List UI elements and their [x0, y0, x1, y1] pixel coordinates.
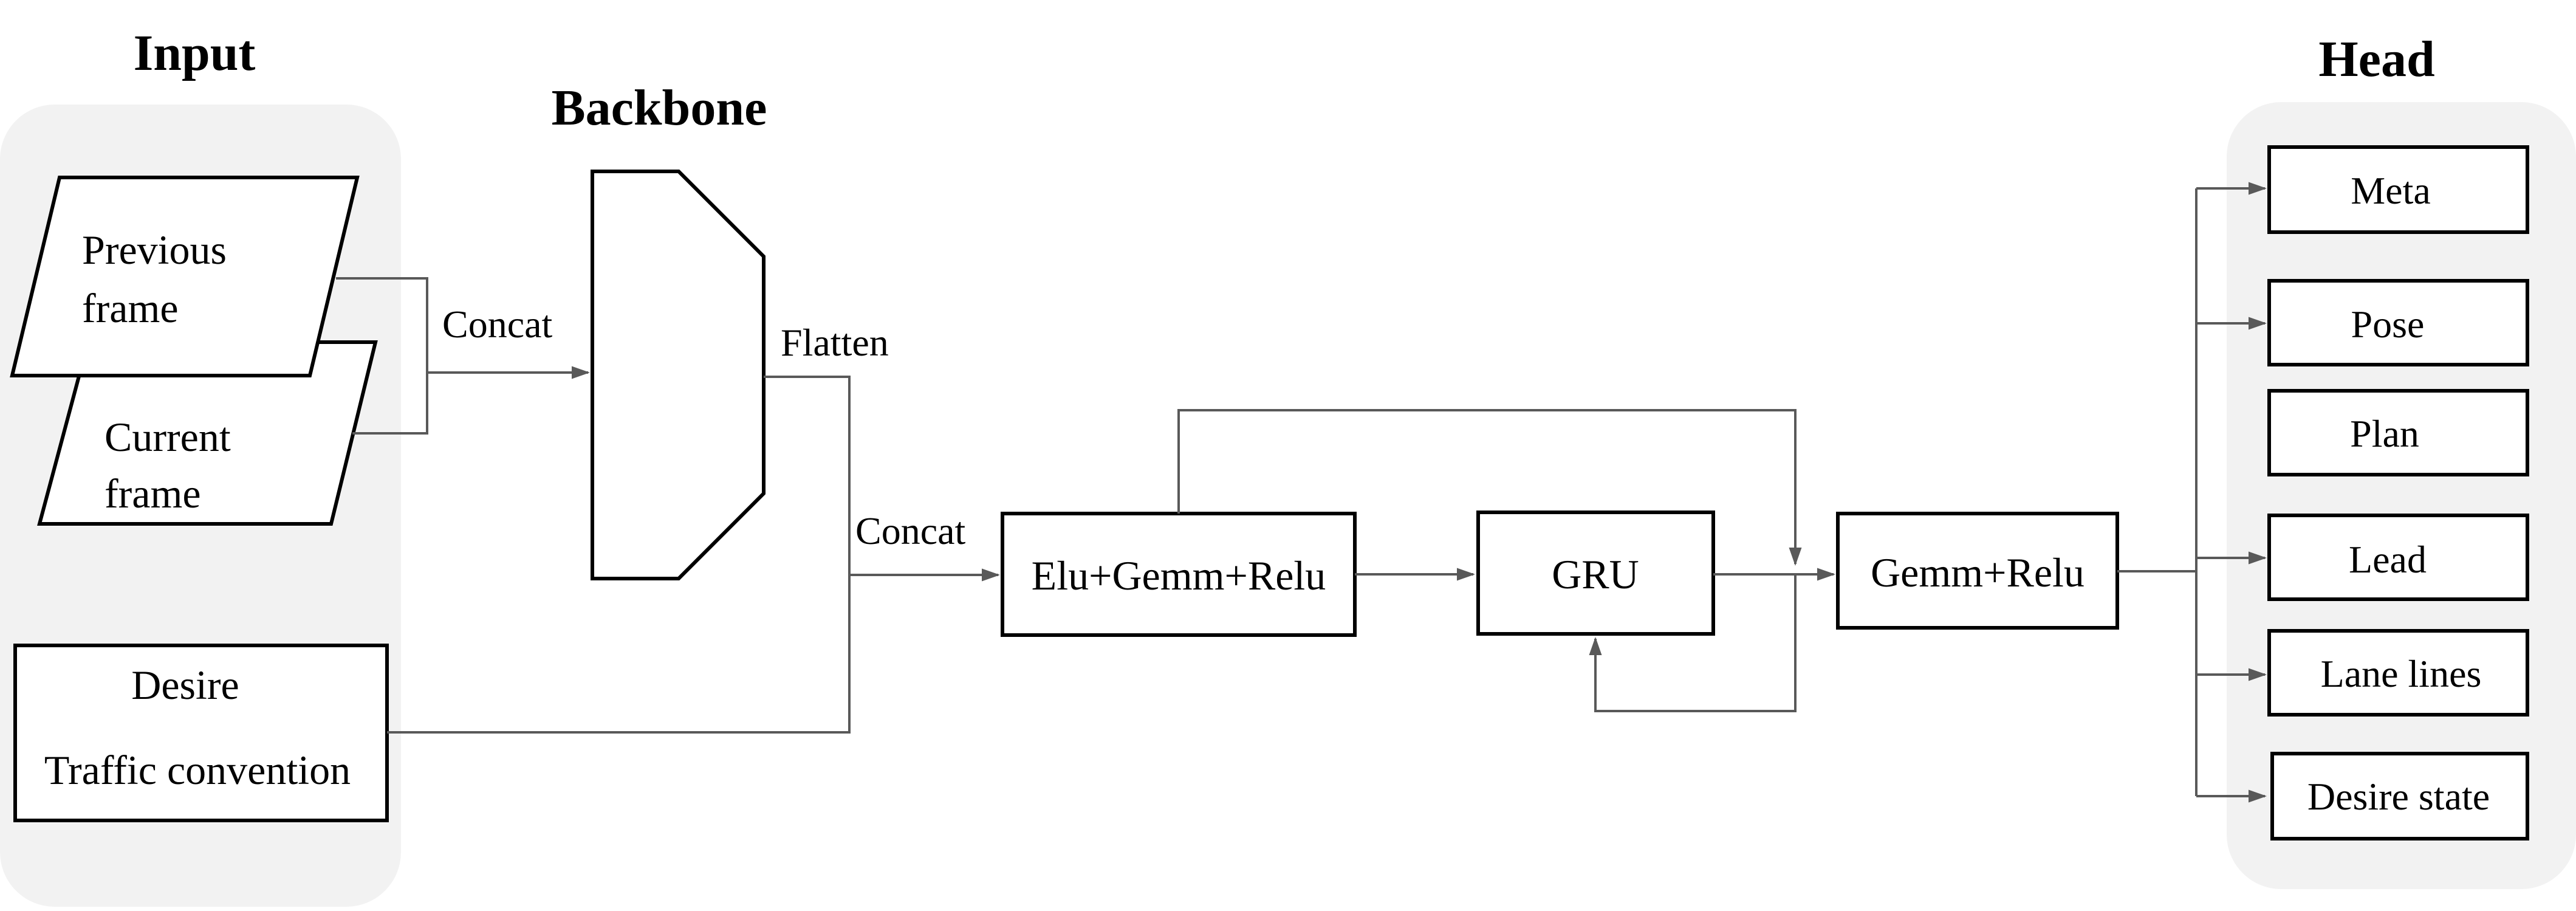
- head-desire-state-box: [2270, 752, 2529, 841]
- head-lane-lines-box: [2267, 629, 2529, 717]
- head-meta-label: Meta: [2351, 169, 2431, 212]
- head-lead-box: [2267, 514, 2529, 601]
- gru-block: [1476, 511, 1715, 636]
- previous-frame-wire: [336, 277, 428, 373]
- desire-traffic-box: [13, 644, 389, 822]
- current-frame-wire: [352, 373, 428, 435]
- current-frame-label-line1: Current: [104, 414, 231, 460]
- skip-connection-wire: [1177, 409, 1802, 566]
- head-desire-state-label: Desire state: [2307, 775, 2490, 818]
- previous-frame-box: [10, 176, 360, 377]
- traffic-convention-label: Traffic convention: [44, 747, 351, 793]
- head-plan-box: [2267, 389, 2529, 476]
- previous-frame-label-line1: Previous: [82, 227, 227, 273]
- gru-label: GRU: [1552, 551, 1639, 597]
- desire-wire: [387, 575, 851, 734]
- head-section-title: Head: [2318, 31, 2434, 88]
- head-pose-box: [2267, 279, 2529, 366]
- backbone-block: [591, 170, 766, 580]
- head-pose-label: Pose: [2351, 303, 2425, 346]
- input-section-title: Input: [134, 25, 256, 81]
- gemm-relu-block: [1836, 512, 2119, 630]
- head-lead-label: Lead: [2349, 538, 2427, 581]
- desire-label: Desire: [131, 662, 239, 708]
- flatten-label: Flatten: [781, 321, 889, 364]
- elu-gemm-relu-label: Elu+Gemm+Relu: [1032, 552, 1326, 599]
- head-meta-box: [2267, 145, 2529, 234]
- head-plan-label: Plan: [2350, 412, 2419, 455]
- gru-recurrent-wire: [1589, 574, 1797, 712]
- elu-gemm-relu-block: [1001, 512, 1357, 637]
- gemm-relu-label: Gemm+Relu: [1871, 549, 2084, 596]
- head-lane-lines-label: Lane lines: [2321, 652, 2482, 695]
- backbone-section-title: Backbone: [552, 80, 767, 136]
- previous-frame-label-line2: frame: [82, 285, 179, 331]
- concat-features-label: Concat: [855, 509, 966, 552]
- current-frame-label-line2: frame: [104, 470, 201, 517]
- concat-frames-label: Concat: [442, 303, 553, 346]
- flatten-wire: [764, 376, 851, 575]
